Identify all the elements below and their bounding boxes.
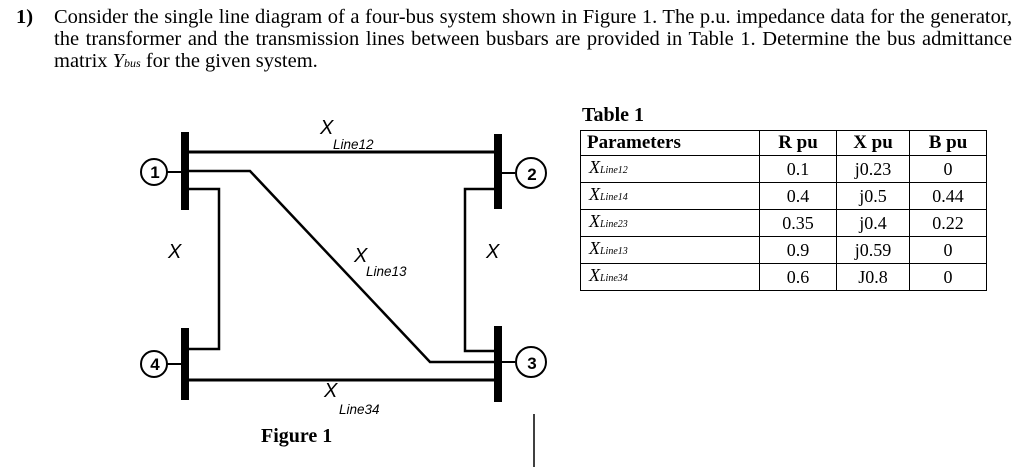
r-value: 0.1 xyxy=(759,154,837,183)
figure-caption: Figure 1 xyxy=(261,425,333,447)
x-symbol-line12: X xyxy=(319,117,334,139)
param-name: XLine23 xyxy=(580,208,760,237)
b-value: 0 xyxy=(909,235,987,264)
ybus-subscript: bus xyxy=(124,56,141,70)
table-row: XLine14 0.4 j0.5 0.44 xyxy=(580,181,987,210)
b-value: 0 xyxy=(909,154,987,183)
ybus-symbol: Y xyxy=(112,50,125,72)
param-name: XLine13 xyxy=(580,235,760,264)
question-block: 1) Consider the single line diagram of a… xyxy=(16,6,1012,74)
bus-4-label: 4 xyxy=(150,355,160,374)
header-r-pu: R pu xyxy=(759,130,837,156)
table-row: XLine13 0.9 j0.59 0 xyxy=(580,235,987,264)
line34-label: Line34 xyxy=(339,402,380,417)
bus-2-circle xyxy=(515,157,547,189)
question-text-after: for the given system. xyxy=(140,50,318,72)
r-value: 0.9 xyxy=(759,235,837,264)
line12-label: Line12 xyxy=(333,137,374,152)
x-value: j0.4 xyxy=(836,208,910,237)
bus-1-circle xyxy=(140,158,168,186)
table-row: XLine12 0.1 j0.23 0 xyxy=(580,154,987,183)
line-1-3 xyxy=(189,169,494,364)
parameters-table: Parameters R pu X pu B pu XLine12 0.1 j0… xyxy=(580,130,987,291)
table-title: Table 1 xyxy=(582,104,645,126)
x-value: j0.59 xyxy=(836,235,910,264)
table-row: XLine23 0.35 j0.4 0.22 xyxy=(580,208,987,237)
table-header-row: Parameters R pu X pu B pu xyxy=(580,130,987,156)
r-value: 0.6 xyxy=(759,262,837,291)
param-name: XLine12 xyxy=(580,154,760,183)
b-value: 0 xyxy=(909,262,987,291)
r-value: 0.4 xyxy=(759,181,837,210)
header-x-pu: X pu xyxy=(836,130,910,156)
busbar-3 xyxy=(494,326,502,402)
param-name: XLine14 xyxy=(580,181,760,210)
busbar-1 xyxy=(181,132,189,210)
bus-3-label: 3 xyxy=(527,354,536,373)
header-b-pu: B pu xyxy=(909,130,987,156)
b-value: 0.22 xyxy=(909,208,987,237)
line13-label: Line13 xyxy=(366,264,407,279)
bus-3-circle xyxy=(515,346,547,378)
bus-1-label: 1 xyxy=(150,163,159,182)
header-parameters: Parameters xyxy=(580,130,760,156)
x-symbol-line14: X xyxy=(167,241,182,263)
x-symbol-line23: X xyxy=(485,241,500,263)
line-2-3 xyxy=(463,187,494,353)
bus-2-label: 2 xyxy=(527,165,536,184)
r-value: 0.35 xyxy=(759,208,837,237)
x-symbol-line34: X xyxy=(323,380,338,402)
table-row: XLine34 0.6 J0.8 0 xyxy=(580,262,987,291)
x-value: j0.23 xyxy=(836,154,910,183)
x-value: J0.8 xyxy=(836,262,910,291)
busbar-4 xyxy=(181,328,189,400)
param-name: XLine34 xyxy=(580,262,760,291)
x-symbol-line13: X xyxy=(353,245,368,267)
question-number: 1) xyxy=(16,6,34,28)
bus-4-circle xyxy=(140,350,168,378)
busbar-2 xyxy=(494,134,502,209)
x-value: j0.5 xyxy=(836,181,910,210)
line-1-4 xyxy=(189,187,221,351)
question-text: Consider the single line diagram of a fo… xyxy=(54,6,1012,74)
question-text-before: Consider the single line diagram of a fo… xyxy=(54,6,1012,72)
b-value: 0.44 xyxy=(909,181,987,210)
